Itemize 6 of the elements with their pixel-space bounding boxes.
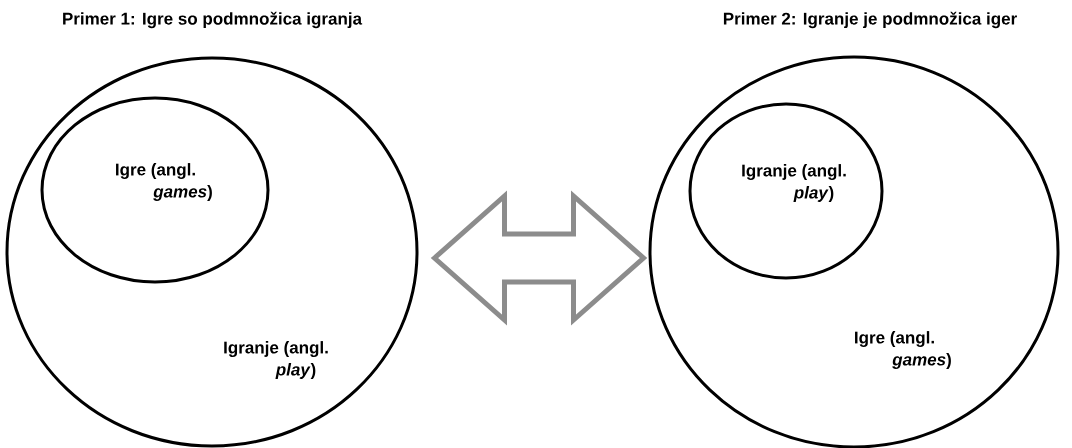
set-label: Igranje (angl. play) [742,164,846,202]
heading: Primer 2: Igranje je podmnožica iger [723,11,1017,29]
heading: Primer 1: Igre so podmnožica igranja [63,11,363,29]
set-label: Igre (angl. games) [855,331,951,369]
set-label: Igre (angl. games) [116,163,212,201]
set-label: Igranje (angl. play) [224,341,328,379]
